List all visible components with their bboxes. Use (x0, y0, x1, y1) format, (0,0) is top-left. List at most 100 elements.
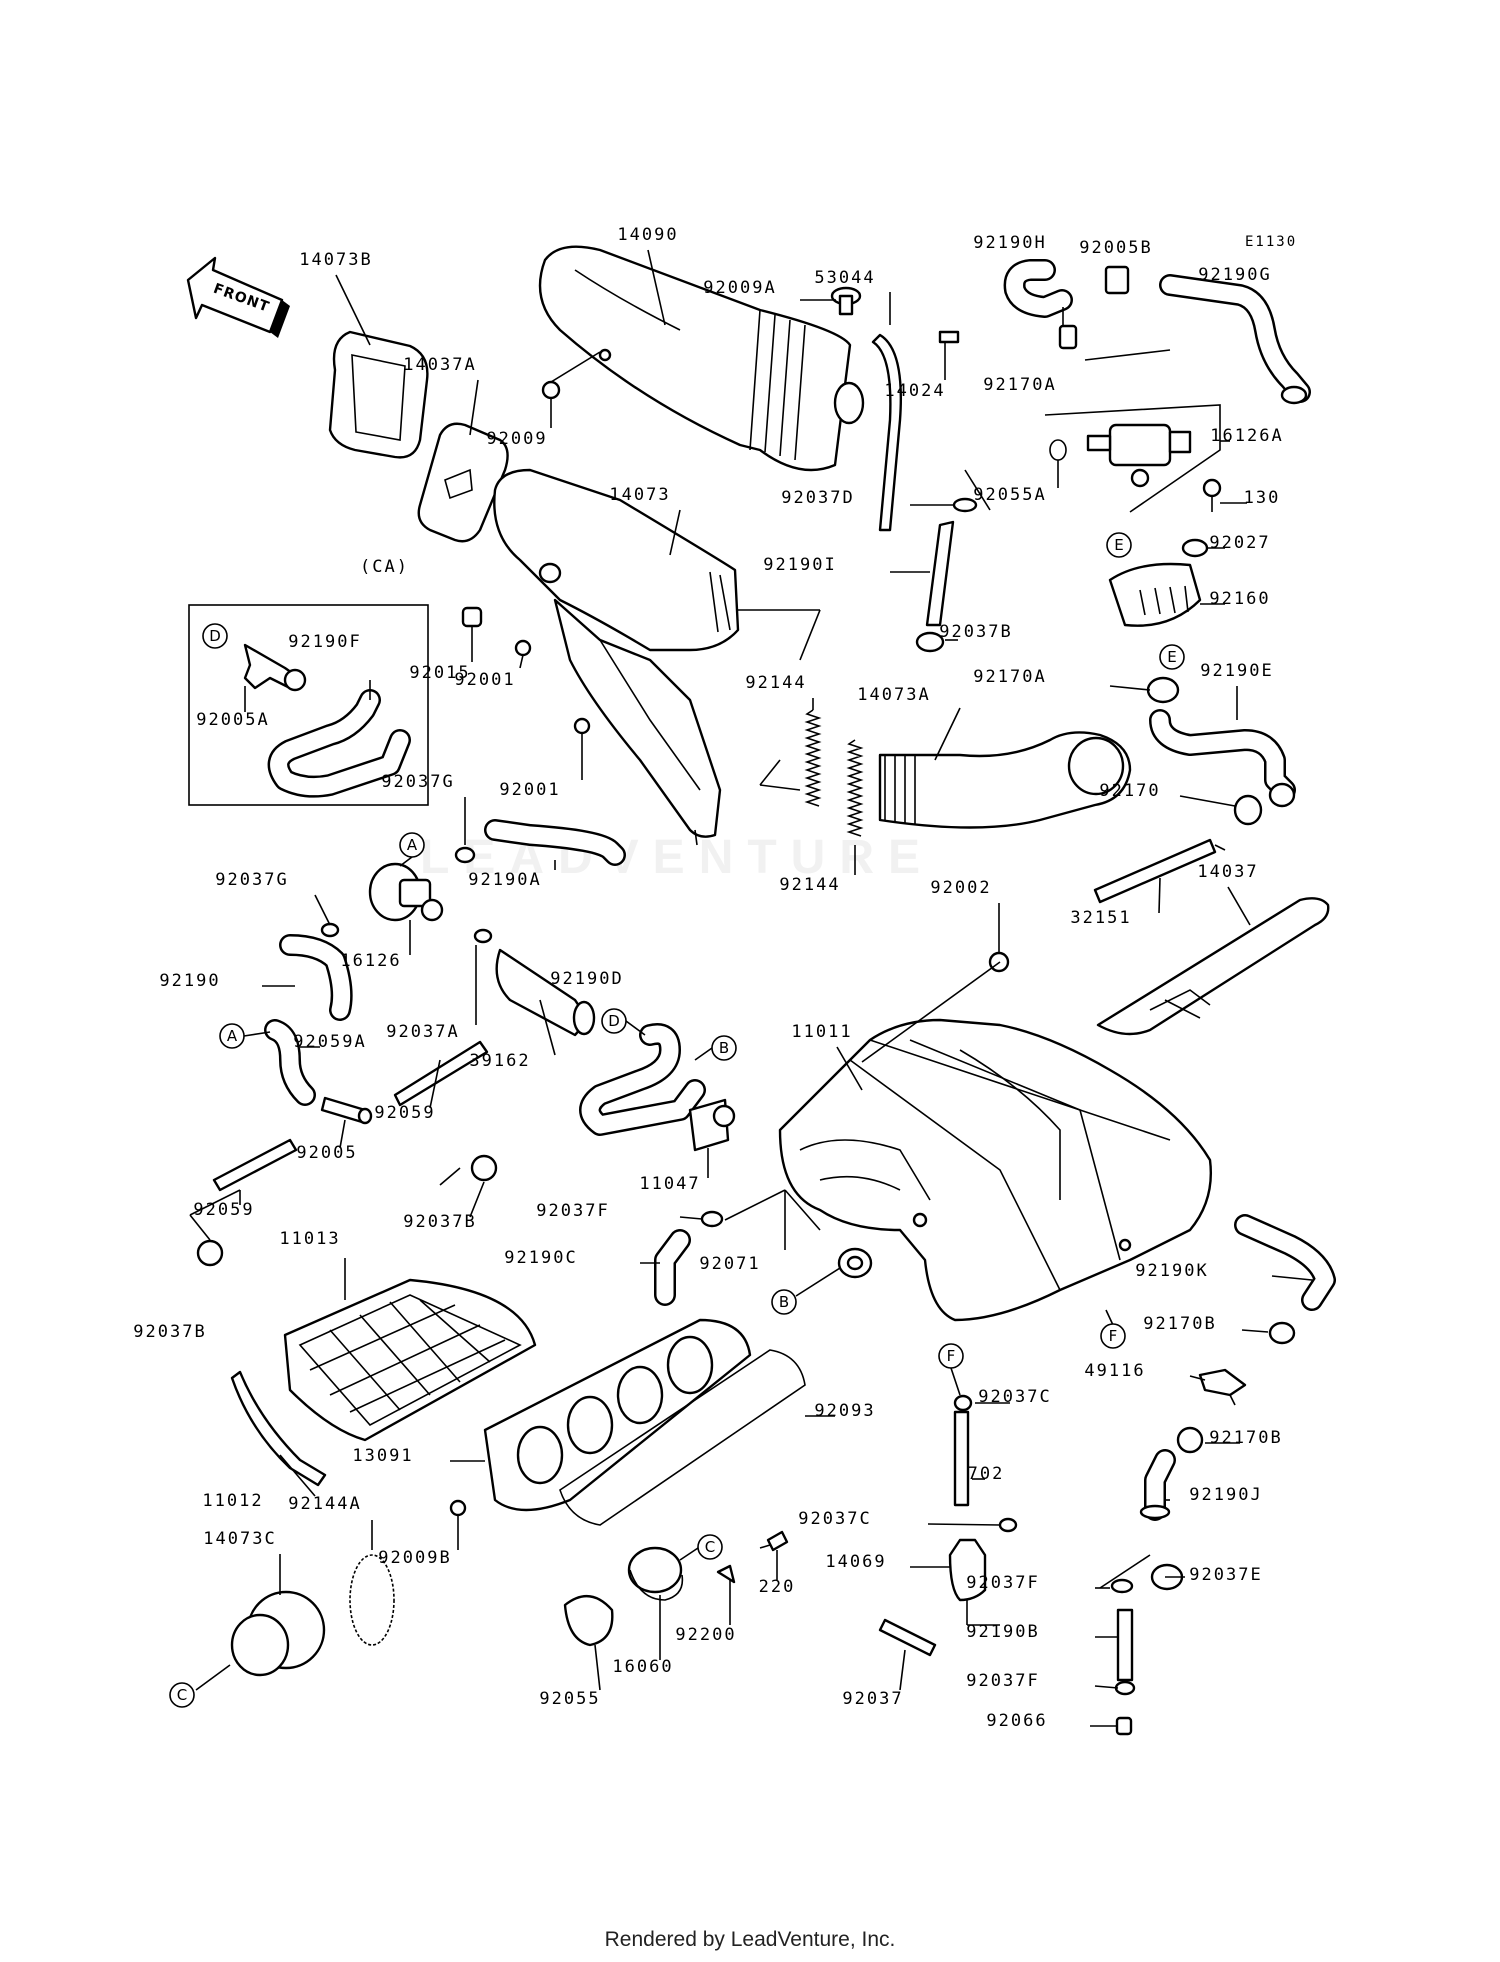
bolt-92009 (541, 351, 601, 400)
filter-14037 (1096, 897, 1330, 1036)
part-label-92190: 92190 (159, 971, 220, 991)
seal-strip-11012 (230, 1370, 327, 1487)
part-label-39162: 39162 (469, 1051, 530, 1071)
hose-92190f (267, 689, 411, 798)
inset-label: (CA) (360, 557, 409, 577)
part-label-92190e: 92190E (1200, 661, 1273, 681)
spring-92144-a (804, 709, 822, 807)
clip-92037a (473, 928, 493, 944)
callout-circle (1159, 644, 1185, 670)
bolt-130 (1202, 478, 1222, 512)
part-label-92190h: 92190H (973, 233, 1046, 253)
part-label-92005b: 92005B (1079, 238, 1152, 258)
filter-tray-11013 (283, 1278, 537, 1442)
part-label-92037b: 92037B (133, 1322, 206, 1342)
o-ring-92055a (1049, 439, 1067, 461)
part-label-92059: 92059 (374, 1103, 435, 1123)
clip-92037f-upper (700, 1210, 724, 1228)
part-label-92190d: 92190D (550, 969, 623, 989)
spring-ring-92144a (349, 1554, 395, 1646)
callout-circle (1100, 1323, 1126, 1349)
bolt-92001-b (573, 717, 591, 735)
callout-letter: F (947, 1347, 956, 1365)
diagram-code: E1130 (1245, 234, 1297, 250)
hose-92190h (1003, 259, 1073, 318)
part-label-92190f: 92190F (288, 632, 361, 652)
part-label-92037b: 92037B (403, 1212, 476, 1232)
clamp-92037b-left (196, 1239, 224, 1267)
callout-letter: B (779, 1293, 789, 1311)
part-label-92059a: 92059A (293, 1032, 366, 1052)
part-label-14073a: 14073A (857, 685, 930, 705)
callout-letter: F (1109, 1327, 1118, 1345)
part-label-16126: 16126 (340, 951, 401, 971)
part-label-92015: 92015 (409, 663, 470, 683)
hose-92190d (579, 1023, 706, 1136)
clamp-92037b-mid (470, 1154, 498, 1182)
callout-circle (601, 1008, 627, 1034)
callout-letter: C (177, 1686, 187, 1704)
part-label-92093: 92093 (814, 1401, 875, 1421)
part-label-92144: 92144 (745, 673, 806, 693)
part-label-32151: 32151 (1070, 908, 1131, 928)
callout-a: A (399, 832, 425, 858)
callout-e: E (1159, 644, 1185, 670)
part-label-92027: 92027 (1209, 533, 1270, 553)
part-label-92005a: 92005A (196, 710, 269, 730)
callout-letter: D (608, 1012, 620, 1030)
washer-92027 (1181, 538, 1209, 558)
strap-92037 (878, 1618, 937, 1657)
clip-92037g-lower (320, 922, 340, 938)
part-label-92071: 92071 (699, 1254, 760, 1274)
part-label-14037a: 14037A (403, 355, 476, 375)
spring-92144-b (846, 739, 864, 837)
plug-92066 (1115, 1716, 1133, 1736)
part-label-92190g: 92190G (1198, 265, 1271, 285)
part-label-14073c: 14073C (203, 1529, 276, 1549)
callout-f: F (938, 1343, 964, 1369)
seal-53044 (871, 333, 902, 532)
callout-c: C (169, 1682, 195, 1708)
valve-16126 (368, 862, 444, 922)
sensor-49116 (1198, 1368, 1247, 1406)
callout-d: D (202, 623, 228, 649)
part-label-92009b: 92009B (378, 1548, 451, 1568)
gasket-92093 (559, 1349, 806, 1526)
callout-letter: D (209, 627, 221, 645)
part-label-14069: 14069 (825, 1552, 886, 1572)
hose-92190b (1116, 1608, 1134, 1682)
part-label-92037f: 92037F (966, 1573, 1039, 1593)
callout-letter: A (407, 836, 418, 854)
part-label-92170a: 92170A (973, 667, 1046, 687)
part-label-92170b: 92170B (1209, 1428, 1282, 1448)
part-label-11013: 11013 (279, 1229, 340, 1249)
cap-14073c (230, 1590, 326, 1677)
adapter-plate-13091 (483, 1318, 752, 1512)
clip-92037f-mid (1110, 1578, 1134, 1594)
part-label-92190a: 92190A (468, 870, 541, 890)
part-label-92059: 92059 (193, 1200, 254, 1220)
fitting-92005b (1104, 265, 1130, 295)
air-duct-14090 (538, 245, 865, 472)
part-label-92001: 92001 (499, 780, 560, 800)
part-label-92200: 92200 (675, 1625, 736, 1645)
grommet-92015 (461, 606, 483, 628)
part-label-92037d: 92037D (781, 488, 854, 508)
part-label-16060: 16060 (612, 1657, 673, 1677)
tee-fitting-92005 (320, 1096, 373, 1125)
clip-92037c-upper (953, 1394, 973, 1412)
part-label-92190b: 92190B (966, 1622, 1039, 1642)
assembly-outline (1044, 404, 1221, 513)
part-label-220: 220 (759, 1577, 796, 1597)
callout-circle (771, 1289, 797, 1315)
clamp-92170b-upper (1268, 1321, 1296, 1345)
part-label-92037f: 92037F (536, 1201, 609, 1221)
part-label-14024: 14024 (884, 381, 945, 401)
callout-letter: E (1167, 648, 1176, 666)
tee-fitting-92005a (243, 643, 307, 692)
callout-circle (399, 832, 425, 858)
callout-b: B (771, 1289, 797, 1315)
callout-circle (202, 623, 228, 649)
hose-92059a (264, 1019, 316, 1106)
